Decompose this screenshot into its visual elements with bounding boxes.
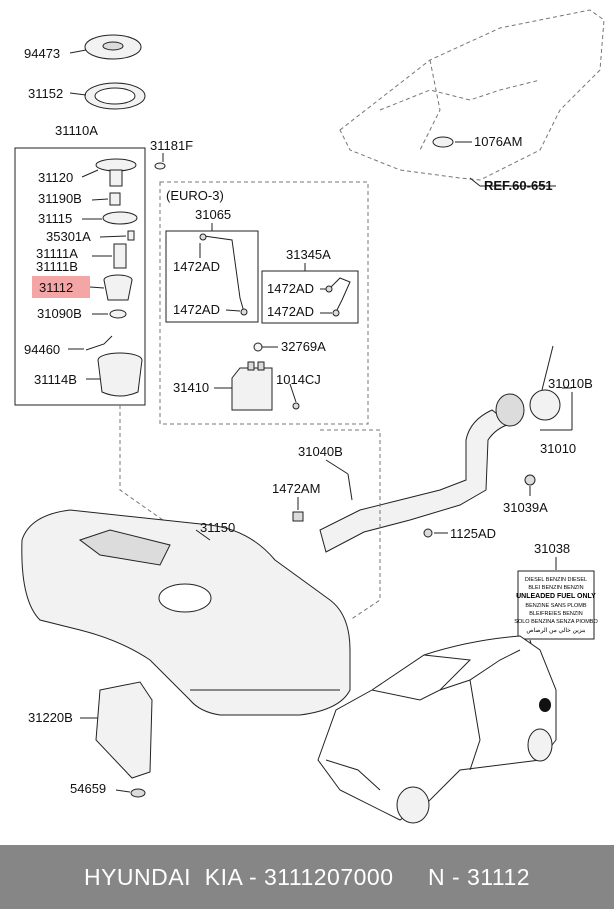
bolt-1125AD: [423, 528, 433, 538]
label-32769A: 32769A: [281, 339, 326, 354]
label-31040B: 31040B: [298, 444, 343, 459]
svg-text:BLEIFREIES BENZIN: BLEIFREIES BENZIN: [529, 611, 583, 617]
cover-plate-part: [84, 34, 142, 60]
svg-text:BLEI BENZIN BENZIN: BLEI BENZIN BENZIN: [528, 585, 583, 591]
label-31010: 31010: [540, 441, 576, 456]
leader-dashes: [119, 405, 381, 621]
label-31090B: 31090B: [37, 306, 82, 321]
svg-text:BENZINE SANS PLOMB: BENZINE SANS PLOMB: [525, 603, 586, 609]
label-1125AD: 1125AD: [450, 526, 496, 541]
grommet-54659: [130, 788, 146, 798]
fuel-filter-part: [103, 274, 133, 301]
label-35301A: 35301A: [46, 229, 91, 244]
label-31065: 31065: [195, 207, 231, 222]
filter-part: [109, 192, 121, 206]
bolt-31039A: [524, 474, 536, 486]
vapor-hose-part: [203, 235, 245, 313]
label-1472AD-a: 1472AD: [173, 259, 220, 274]
highlight-31112: [32, 276, 90, 298]
clip-part: [154, 162, 166, 170]
reservoir-cup-part: [97, 352, 143, 397]
fuel-label-part: [517, 570, 595, 640]
hose-31065-frame: [165, 230, 259, 323]
bolt-part: [292, 402, 300, 410]
lock-ring-part: [84, 82, 146, 110]
heat-shield-part: [95, 681, 153, 779]
clamp-part: [292, 511, 304, 522]
label-1076AM: 1076AM: [474, 134, 522, 149]
fuel-pump-group-frame: [14, 147, 146, 406]
label-31190B: 31190B: [38, 191, 82, 206]
label-1472AD-d: 1472AD: [267, 304, 314, 319]
canister-hose-part: [329, 277, 351, 313]
label-31115: 31115: [38, 211, 72, 226]
label-1472AD-c: 1472AD: [267, 281, 314, 296]
label-31111B: 31111B: [36, 259, 78, 274]
plug-part: [253, 342, 263, 352]
label-31112: 31112: [39, 280, 73, 295]
label-euro3: (EURO-3): [166, 188, 224, 203]
label-31010B: 31010B: [548, 376, 593, 391]
fuel-tank-part: [21, 509, 351, 716]
svg-text:بنزين خالي من الرصاص: بنزين خالي من الرصاص: [526, 627, 585, 634]
vehicle-illustration: [317, 635, 557, 824]
footer-caption: HYUNDAI KIA - 3111207000 N - 31112: [0, 845, 614, 909]
strainer-part: [109, 309, 127, 319]
label-94460: 94460: [24, 342, 60, 357]
label-1014CJ: 1014CJ: [276, 372, 321, 387]
label-31114B: 31114B: [34, 372, 77, 387]
label-31181F: 31181F: [150, 138, 193, 153]
label-31220B: 31220B: [28, 710, 73, 725]
fuel-label-text: DIESEL BENZIN DIESEL BLEI BENZIN BENZIN …: [514, 577, 598, 634]
label-31120: 31120: [38, 170, 73, 185]
label-31152: 31152: [28, 86, 63, 101]
sender-part: [85, 335, 113, 351]
floor-panel-reference: [339, 9, 605, 181]
label-31150: 31150: [200, 520, 235, 535]
svg-text:DIESEL BENZIN DIESEL: DIESEL BENZIN DIESEL: [525, 577, 587, 583]
label-1472AM: 1472AM: [272, 481, 320, 496]
label-31410: 31410: [173, 380, 209, 395]
sensor-part: [127, 230, 135, 241]
label-31039A: 31039A: [503, 500, 548, 515]
label-54659: 54659: [70, 781, 106, 796]
pump-motor-part: [113, 243, 127, 269]
svg-text:UNLEADED FUEL ONLY: UNLEADED FUEL ONLY: [516, 593, 596, 600]
parts-diagram: 94473 31152 31110A 31181F 31120 31190B 3…: [14, 9, 605, 824]
hose-31345A-frame: [261, 270, 359, 324]
ref-link[interactable]: REF.60-651: [484, 178, 553, 193]
grommet-part: [432, 136, 454, 148]
label-31111A: 31111A: [36, 246, 78, 261]
label-94473: 94473: [24, 46, 60, 61]
filler-neck-part: [319, 393, 525, 553]
label-31345A: 31345A: [286, 247, 331, 262]
filler-cap-part: [529, 389, 561, 421]
pump-flange-part: [95, 158, 137, 187]
svg-text:SOLO BENZINA SENZA PIOMBO: SOLO BENZINA SENZA PIOMBO: [514, 619, 598, 625]
euro3-group-frame: [159, 181, 369, 425]
gasket-part: [102, 211, 138, 225]
canister-part: [231, 361, 273, 411]
label-31038: 31038: [534, 541, 570, 556]
label-1472AD-b: 1472AD: [173, 302, 220, 317]
label-31110A: 31110A: [55, 123, 98, 138]
